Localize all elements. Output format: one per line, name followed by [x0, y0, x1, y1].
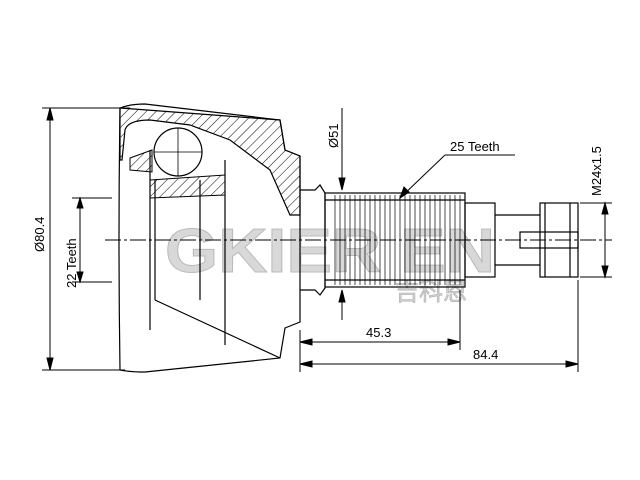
label-outer-teeth: 25 Teeth — [450, 139, 500, 154]
ball — [153, 127, 203, 177]
dim-outer-teeth — [399, 154, 515, 200]
dim-length-short — [299, 290, 461, 372]
cage-hatch — [149, 174, 226, 199]
dim-seal-diameter — [338, 108, 346, 320]
label-length-total: 84.4 — [473, 347, 498, 362]
housing-section-hatch — [119, 107, 301, 216]
dim-outer-diameter — [42, 107, 130, 371]
spline-teeth — [334, 195, 461, 285]
watermark: GKIER EN 吉科恩 — [165, 217, 496, 307]
label-seal-diameter: Ø51 — [326, 123, 341, 148]
dim-thread — [580, 201, 612, 279]
cage-hatch-upper — [129, 149, 153, 173]
spline-shaft — [300, 184, 579, 296]
watermark-chinese: 吉科恩 — [395, 278, 467, 306]
label-thread: M24x1.5 — [589, 146, 604, 196]
label-outer-diameter: Ø80.4 — [32, 217, 47, 252]
dim-inner-teeth — [72, 196, 112, 284]
label-length-short: 45.3 — [366, 325, 391, 340]
label-inner-teeth: 22 Teeth — [64, 238, 79, 288]
dim-length-total — [299, 280, 579, 372]
watermark-latin: GKIER EN — [165, 217, 495, 286]
